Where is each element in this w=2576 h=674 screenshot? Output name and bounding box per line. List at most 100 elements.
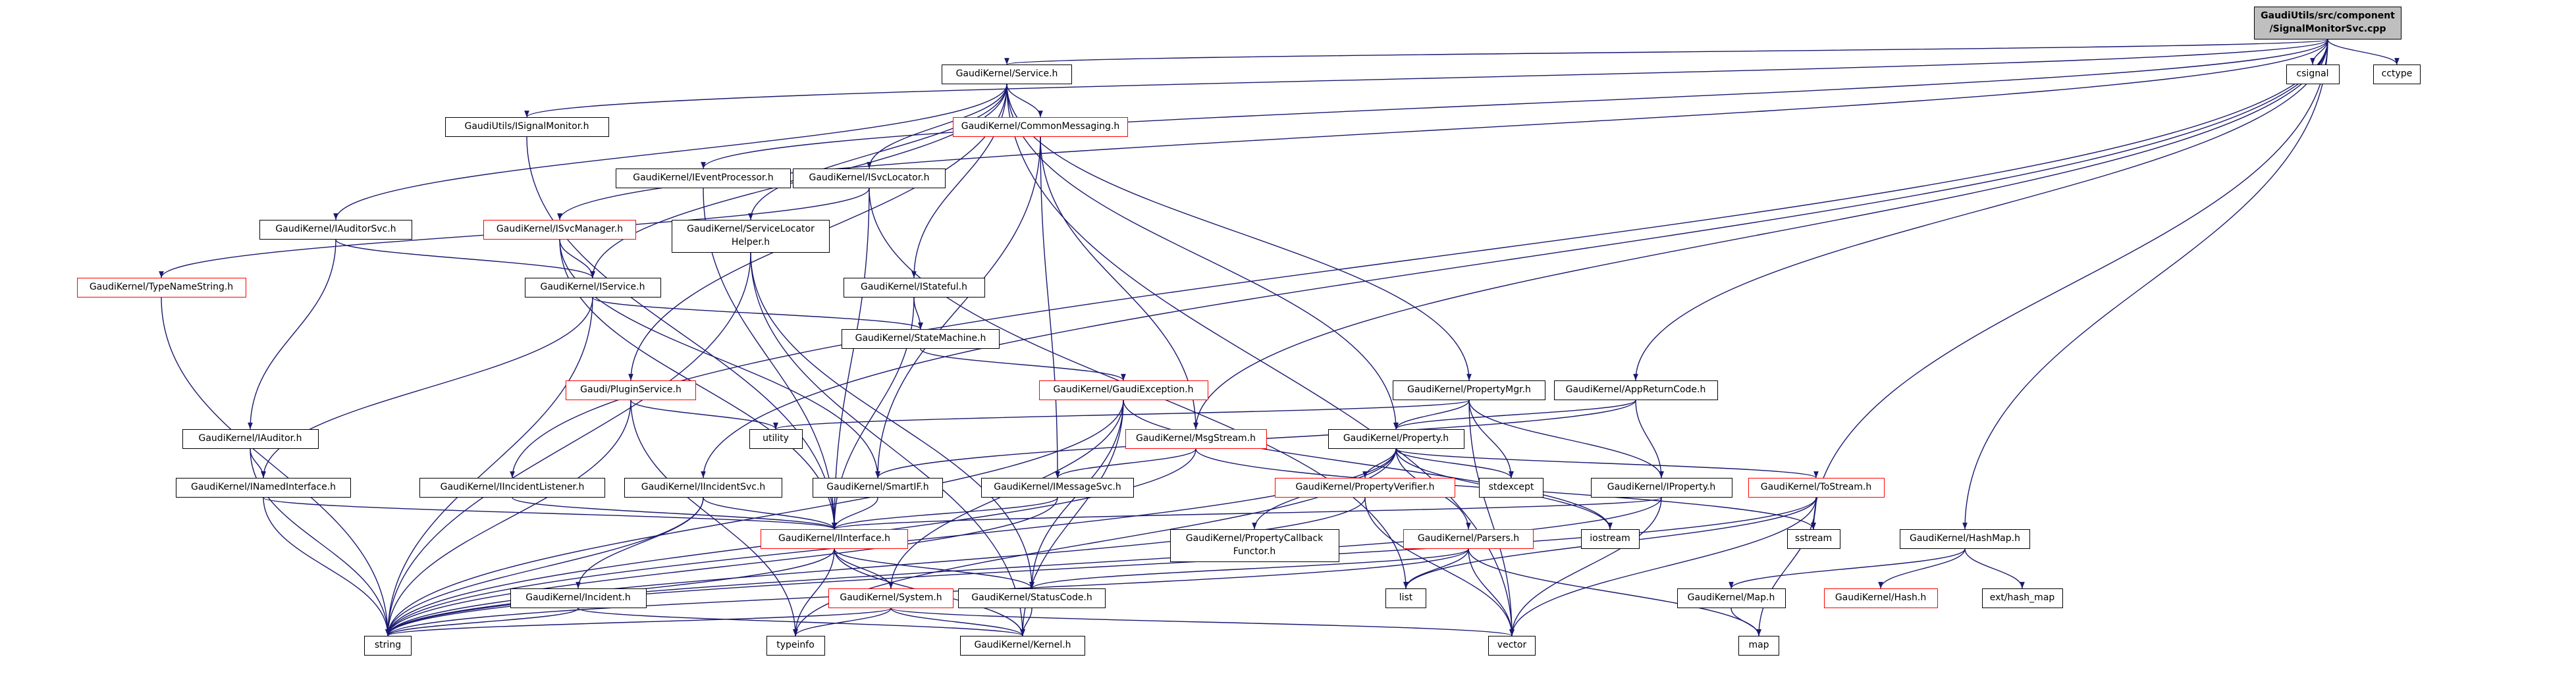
edge-hashmap-ext_hash_map	[1964, 548, 2025, 589]
node-stdexcept[interactable]: stdexcept	[1479, 478, 1543, 498]
node-iauditorsvc[interactable]: GaudiKernel/IAuditorSvc.h	[259, 220, 412, 240]
edge-iauditorsvc-iauditor	[248, 239, 336, 430]
node-list[interactable]: list	[1385, 588, 1426, 608]
node-gaudiexception[interactable]: GaudiKernel/GaudiException.h	[1038, 380, 1208, 400]
node-smartif[interactable]: GaudiKernel/SmartIF.h	[813, 478, 943, 498]
node-system[interactable]: GaudiKernel/System.h	[828, 588, 953, 608]
node-label: list	[1399, 592, 1413, 604]
node-msgstream[interactable]: GaudiKernel/MsgStream.h	[1125, 429, 1267, 449]
node-statemachine[interactable]: GaudiKernel/StateMachine.h	[842, 329, 1000, 349]
node-label: GaudiKernel/IAuditor.h	[198, 433, 302, 444]
edge-iservice-statemachine	[592, 297, 923, 330]
node-label: GaudiKernel/StatusCode.h	[971, 592, 1092, 604]
node-label: GaudiKernel/IProperty.h	[1607, 482, 1716, 493]
node-label: stdexcept	[1488, 482, 1534, 493]
node-isvclocator[interactable]: GaudiKernel/ISvcLocator.h	[793, 168, 946, 188]
node-label: GaudiKernel/Parsers.h	[1417, 533, 1520, 544]
node-appreturncode[interactable]: GaudiKernel/AppReturnCode.h	[1553, 380, 1718, 400]
node-istateful[interactable]: GaudiKernel/IStateful.h	[843, 278, 985, 298]
node-vector[interactable]: vector	[1488, 636, 1536, 656]
node-iincidentsvc[interactable]: GaudiKernel/IIncidentSvc.h	[624, 478, 782, 498]
node-hashmap[interactable]: GaudiKernel/HashMap.h	[1900, 529, 2030, 549]
node-label: GaudiKernel/AppReturnCode.h	[1565, 384, 1706, 396]
node-iauditor[interactable]: GaudiKernel/IAuditor.h	[182, 429, 319, 449]
node-label: GaudiKernel/INamedInterface.h	[190, 482, 336, 493]
node-property[interactable]: GaudiKernel/Property.h	[1328, 429, 1464, 449]
node-service_h[interactable]: GaudiKernel/Service.h	[942, 65, 1072, 84]
edge-map_h-map	[1731, 608, 1761, 636]
node-imessagesvc[interactable]: GaudiKernel/IMessageSvc.h	[981, 478, 1134, 498]
edge-servicelocatorhelper-kernel	[750, 252, 1025, 636]
node-iincidentlistener[interactable]: GaudiKernel/IIncidentListener.h	[419, 478, 605, 498]
node-statuscode[interactable]: GaudiKernel/StatusCode.h	[958, 588, 1106, 608]
edge-statuscode-kernel	[1020, 608, 1033, 636]
node-iservice[interactable]: GaudiKernel/IService.h	[524, 278, 661, 298]
node-kernel[interactable]: GaudiKernel/Kernel.h	[960, 636, 1085, 656]
edge-parsers-list	[1403, 548, 1469, 589]
node-incident[interactable]: GaudiKernel/Incident.h	[510, 588, 647, 608]
node-isvcmanager[interactable]: GaudiKernel/ISvcManager.h	[483, 220, 636, 240]
node-parsers[interactable]: GaudiKernel/Parsers.h	[1403, 529, 1534, 549]
edge-service_h-istateful	[911, 84, 1007, 278]
edge-iproperty-iinterface	[832, 497, 1662, 530]
edge-system-string	[385, 608, 892, 636]
node-typenamestring[interactable]: GaudiKernel/TypeNameString.h	[76, 278, 246, 298]
edge-isignalmonitor-iinterface	[526, 136, 837, 530]
edge-incident-string	[385, 608, 579, 636]
edge-main-iincidentlistener	[510, 39, 2328, 479]
node-label: utility	[763, 433, 789, 444]
edge-propertyverifier-string	[385, 497, 1366, 636]
node-iproperty[interactable]: GaudiKernel/IProperty.h	[1590, 478, 1732, 498]
edge-imessagesvc-iinterface	[832, 497, 1058, 530]
node-pluginservice[interactable]: Gaudi/PluginService.h	[566, 380, 696, 400]
node-hash[interactable]: GaudiKernel/Hash.h	[1823, 588, 1938, 608]
edge-hashmap-map_h	[1729, 548, 1966, 589]
edge-hashmap-hash	[1878, 548, 1966, 589]
node-label: GaudiKernel/CommonMessaging.h	[961, 121, 1120, 132]
edge-pluginservice-utility	[630, 400, 778, 430]
node-label: GaudiKernel/ISvcLocator.h	[809, 172, 930, 184]
node-csignal[interactable]: csignal	[2286, 65, 2340, 84]
edge-statemachine-gaudiexception	[920, 348, 1126, 381]
node-iinterface[interactable]: GaudiKernel/IInterface.h	[761, 529, 908, 549]
node-sstream[interactable]: sstream	[1786, 529, 1840, 549]
edge-iincidentsvc-iinterface	[703, 497, 837, 530]
node-map[interactable]: map	[1738, 636, 1779, 656]
node-ieventprocessor[interactable]: GaudiKernel/IEventProcessor.h	[616, 168, 791, 188]
node-utility[interactable]: utility	[749, 429, 803, 449]
node-label: GaudiKernel/MsgStream.h	[1135, 433, 1256, 444]
edge-incident-kernel	[577, 608, 1025, 636]
node-label: GaudiKernel/Incident.h	[525, 592, 631, 604]
node-label: GaudiKernel/HashMap.h	[1910, 533, 2020, 544]
node-label: GaudiKernel/Kernel.h	[974, 640, 1071, 651]
node-string[interactable]: string	[364, 636, 412, 656]
node-commonmessaging[interactable]: GaudiKernel/CommonMessaging.h	[953, 117, 1128, 137]
edge-main-isignalmonitor	[524, 39, 2328, 118]
node-label: ext/hash_map	[1989, 592, 2055, 604]
edge-isvclocator-iinterface	[832, 188, 870, 530]
node-ext_hash_map[interactable]: ext/hash_map	[1981, 588, 2063, 608]
node-inamedinterface[interactable]: GaudiKernel/INamedInterface.h	[176, 478, 351, 498]
node-iostream[interactable]: iostream	[1580, 529, 1640, 549]
node-label: GaudiKernel/TypeNameString.h	[89, 282, 234, 293]
node-main[interactable]: GaudiUtils/src/component/SignalMonitorSv…	[2254, 7, 2402, 39]
edge-propertyverifier-vector	[1364, 497, 1515, 636]
node-map_h[interactable]: GaudiKernel/Map.h	[1677, 588, 1786, 608]
edge-iproperty-string	[385, 497, 1662, 636]
edge-commonmessaging-smartif	[875, 136, 1041, 479]
edge-service_h-property	[1006, 84, 1399, 430]
node-tostream[interactable]: GaudiKernel/ToStream.h	[1748, 478, 1885, 498]
edge-iincidentlistener-iinterface	[512, 497, 837, 530]
node-label: GaudiKernel/Map.h	[1687, 592, 1775, 604]
node-typeinfo[interactable]: typeinfo	[766, 636, 825, 656]
node-propertymgr[interactable]: GaudiKernel/PropertyMgr.h	[1393, 380, 1545, 400]
node-propertyverifier[interactable]: GaudiKernel/PropertyVerifier.h	[1275, 478, 1455, 498]
node-isignalmonitor[interactable]: GaudiUtils/ISignalMonitor.h	[444, 117, 609, 137]
edge-system-kernel	[890, 608, 1025, 636]
node-label: sstream	[1794, 533, 1833, 544]
edge-iinterface-statuscode	[834, 548, 1034, 589]
node-cctype[interactable]: cctype	[2373, 65, 2421, 84]
